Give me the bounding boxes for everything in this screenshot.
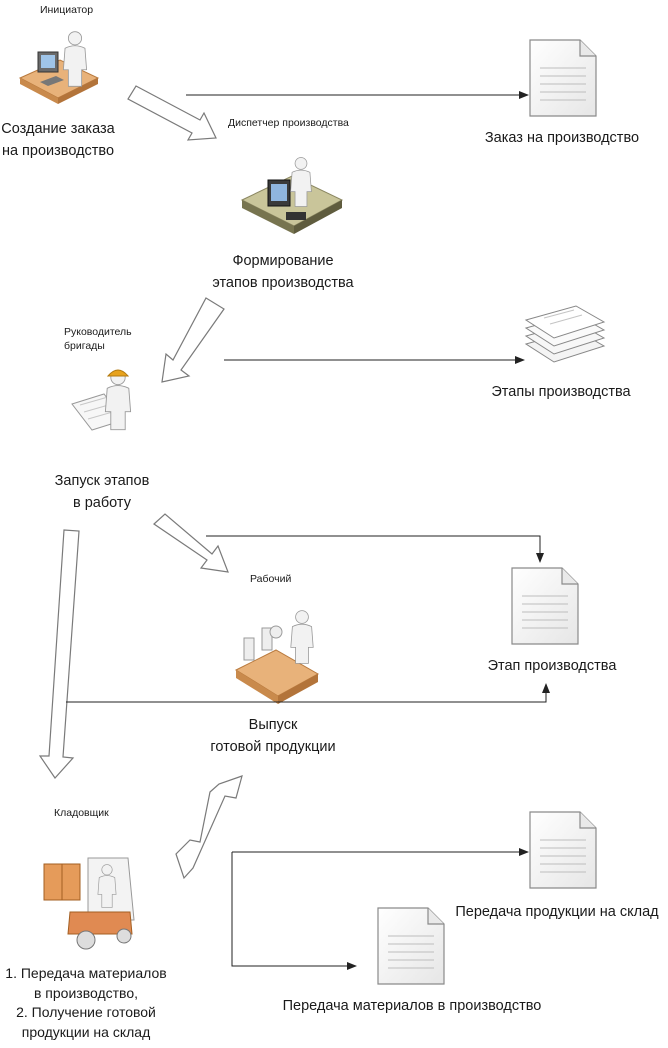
step-launch-stages: Запуск этапов в работу — [54, 473, 150, 511]
role-brigadier: Руководитель бригады — [64, 326, 132, 352]
brigadier-with-blueprint-icon — [71, 369, 132, 431]
label-stages-document: Этапы производства — [491, 384, 631, 400]
flow-arrow-launch-to-produce — [153, 513, 229, 573]
stages-documents-icon — [524, 305, 606, 363]
connector-stage-bottom — [66, 683, 550, 703]
order-document-icon — [529, 39, 597, 117]
step-form-stages: Формирование этапов производства — [212, 253, 354, 291]
dispatcher-workstation-icon — [240, 157, 344, 234]
goods-transfer-document-icon — [529, 811, 597, 889]
role-storekeeper: Кладовщик — [54, 807, 109, 819]
flow-arrow-produce-warehouse-bidirectional — [175, 775, 243, 880]
initiator-workstation-icon — [18, 31, 100, 104]
connector-materials-transfer — [231, 852, 357, 970]
materials-transfer-document-icon — [377, 907, 445, 985]
label-stage-document: Этап производства — [487, 658, 617, 674]
storekeeper-forklift-icon — [43, 857, 135, 950]
label-goods-transfer-document: Передача продукции на склад — [455, 904, 659, 920]
worker-conveyor-icon — [234, 610, 320, 704]
role-dispatcher: Диспетчер производства — [228, 117, 349, 129]
flow-arrow-create-to-form — [127, 85, 217, 141]
label-materials-transfer-document: Передача материалов в производство — [282, 998, 542, 1014]
step-create-order: Создание заказа на производство — [1, 121, 115, 159]
label-order-document: Заказ на производство — [484, 130, 640, 146]
role-worker: Рабочий — [250, 573, 292, 585]
flow-arrow-form-to-launch — [161, 297, 225, 383]
role-initiator: Инициатор — [40, 4, 94, 16]
step-warehouse: 1. Передача материалов в производство, 2… — [5, 965, 167, 1040]
stage-document-icon — [511, 567, 579, 645]
connector-stage-top — [206, 535, 544, 563]
flow-arrow-launch-to-warehouse — [38, 529, 80, 779]
step-produce: Выпуск готовой продукции — [210, 717, 336, 755]
